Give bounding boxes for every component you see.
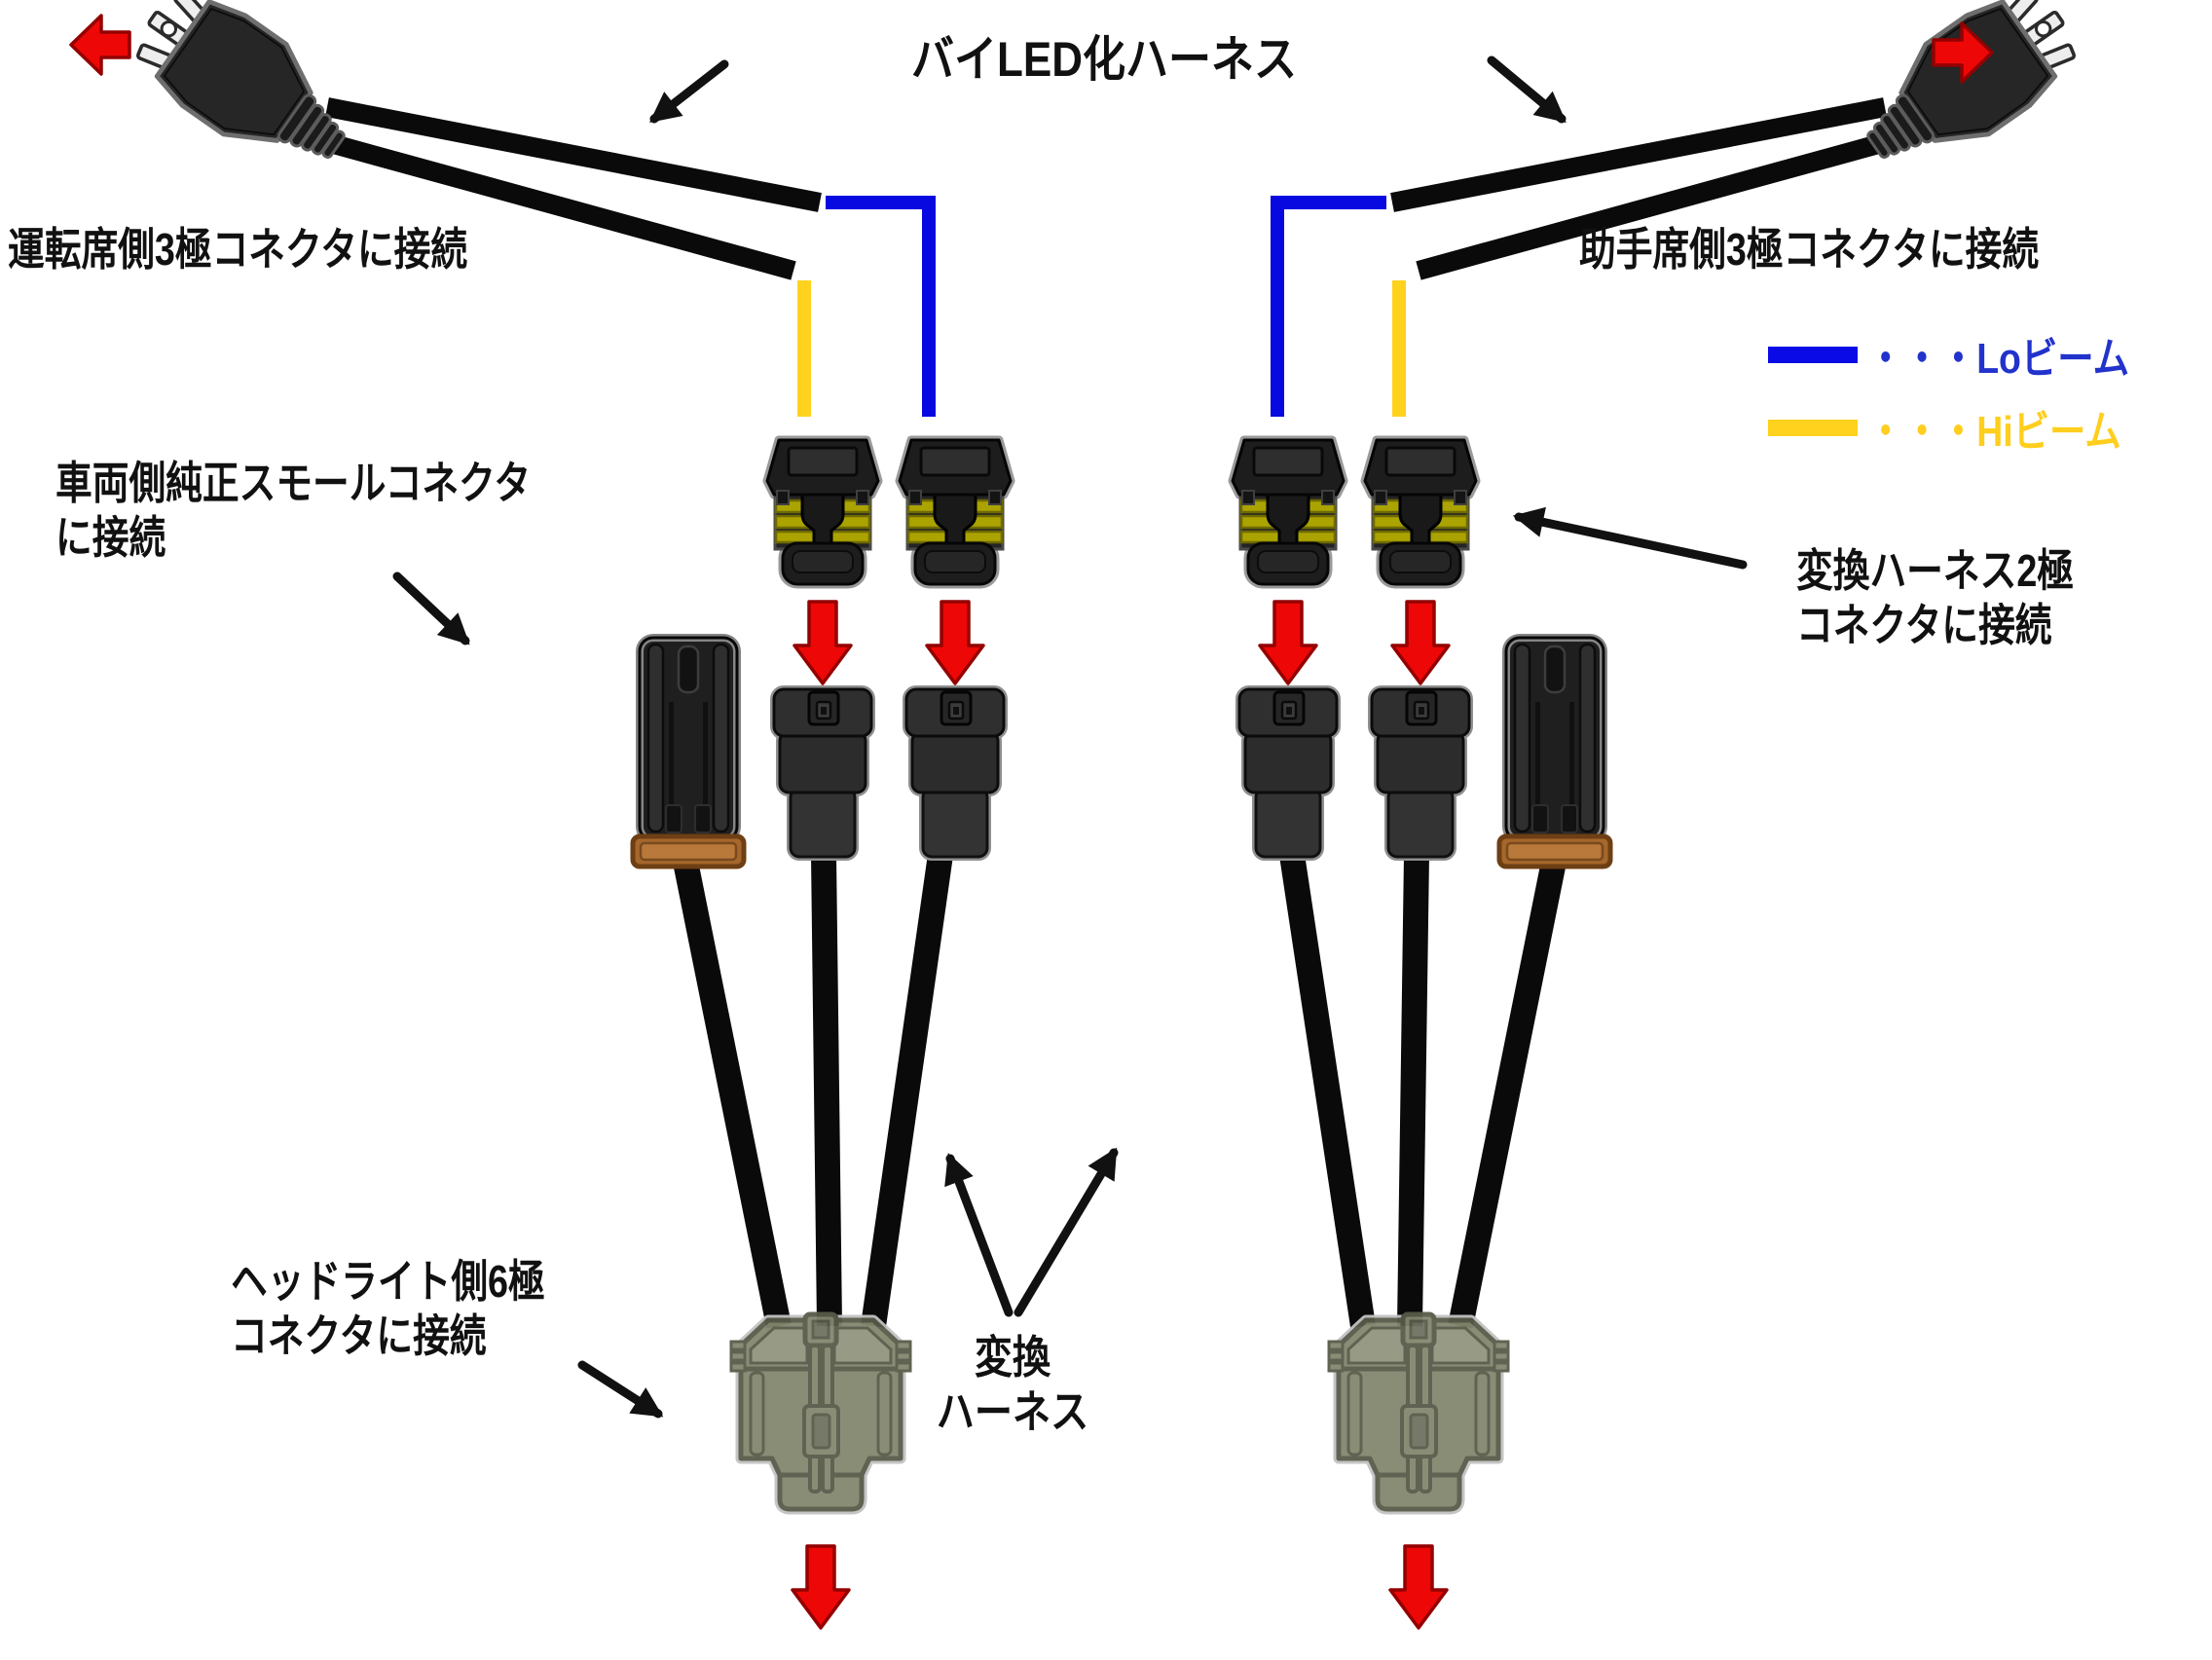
hi-beam-legend-label: ・・・Hiビーム: [1867, 408, 2121, 456]
small-connector-brown-base-left-icon: [633, 638, 744, 867]
red-block-arrow-down-icon: [791, 1544, 851, 1630]
conv-harness-arrow-right-icon: [1014, 1147, 1119, 1317]
headlight-arrow-icon: [577, 1360, 664, 1419]
driver-wire-upper: [325, 97, 822, 212]
plug-wires: [316, 97, 1896, 280]
vehicle-small-connector-label-line1: 車両側純正スモールコネクタ: [55, 458, 532, 508]
male-2pole-right-1-icon: [1239, 689, 1337, 857]
red-block-arrow-left-icon: [69, 14, 131, 76]
driver-wire-lower: [316, 130, 796, 280]
red-block-arrow-down-icon: [793, 600, 853, 685]
sealed-2pole-hi-left-icon: [767, 440, 878, 584]
sealed-2pole-lo-right-icon: [1233, 440, 1344, 584]
right-wire-1: [1279, 853, 1376, 1328]
right-wire-2: [1397, 854, 1429, 1327]
headlight-6pole-label-line1: ヘッドライト側6極: [231, 1256, 545, 1307]
title-arrow-left-icon: [649, 59, 729, 124]
small-connector-brown-base-right-icon: [1499, 638, 1610, 867]
conv-harness-arrow-left-icon: [944, 1153, 1014, 1317]
left-wire-1: [672, 854, 792, 1329]
conversion-2pole-label-line2: コネクタに接続: [1796, 600, 2052, 650]
male-2pole-left-1-icon: [774, 689, 871, 857]
left-wire-2: [811, 854, 842, 1327]
lo-beam-wire-left: [826, 196, 936, 417]
3-pole-plug-driver-icon: [121, 0, 368, 192]
lo-beam-swatch-icon: [1768, 346, 1858, 363]
red-block-arrow-down-icon: [1258, 600, 1318, 685]
vehicle-small-connector-label-line2: に接続: [55, 512, 166, 563]
red-block-arrow-down-icon: [925, 600, 985, 685]
headlight-6pole-label-line2: コネクタに接続: [231, 1310, 487, 1361]
small-connector-arrow-icon: [392, 572, 470, 646]
lo-beam-wire-right: [1271, 196, 1386, 417]
legend-lo-row: ・・・Loビーム: [1768, 331, 2175, 383]
male-2pole-right-2-icon: [1372, 689, 1469, 857]
conv-2pole-arrow-icon: [1512, 506, 1748, 570]
sealed-2pole-lo-left-icon: [900, 440, 1011, 584]
left-wire-3: [861, 853, 953, 1328]
legend-hi-row: ・・・Hiビーム: [1768, 404, 2166, 456]
driver-side-label: 運転席側3極コネクタに接続: [8, 224, 468, 275]
conversion-harness-label-line2: ハーネス: [936, 1386, 1089, 1437]
conversion-harness-label-line1: 変換: [974, 1332, 1051, 1383]
passenger-wire-upper: [1390, 97, 1887, 212]
hi-beam-swatch-icon: [1768, 419, 1858, 436]
title-arrow-right-icon: [1487, 55, 1567, 124]
harness-lower-wires: [672, 853, 1567, 1329]
sealed-2pole-hi-right-icon: [1365, 440, 1476, 584]
lo-beam-legend-label: ・・・Loビーム: [1867, 335, 2129, 383]
6-pole-gray-connector-left-icon: [731, 1314, 910, 1509]
passenger-wire-lower: [1416, 130, 1896, 280]
red-block-arrow-down-icon: [1390, 600, 1451, 685]
right-wire-3: [1448, 854, 1567, 1329]
male-2pole-left-2-icon: [906, 689, 1004, 857]
red-block-arrow-down-icon: [1388, 1544, 1449, 1630]
6-pole-gray-connector-right-icon: [1329, 1314, 1508, 1509]
passenger-side-label: 助手席側3極コネクタに接続: [1579, 224, 2040, 275]
page-title: バイLED化ハーネス: [911, 32, 1297, 87]
conversion-2pole-label-line1: 変換ハーネス2極: [1796, 545, 2075, 596]
pointer-arrows: [392, 55, 1748, 1419]
